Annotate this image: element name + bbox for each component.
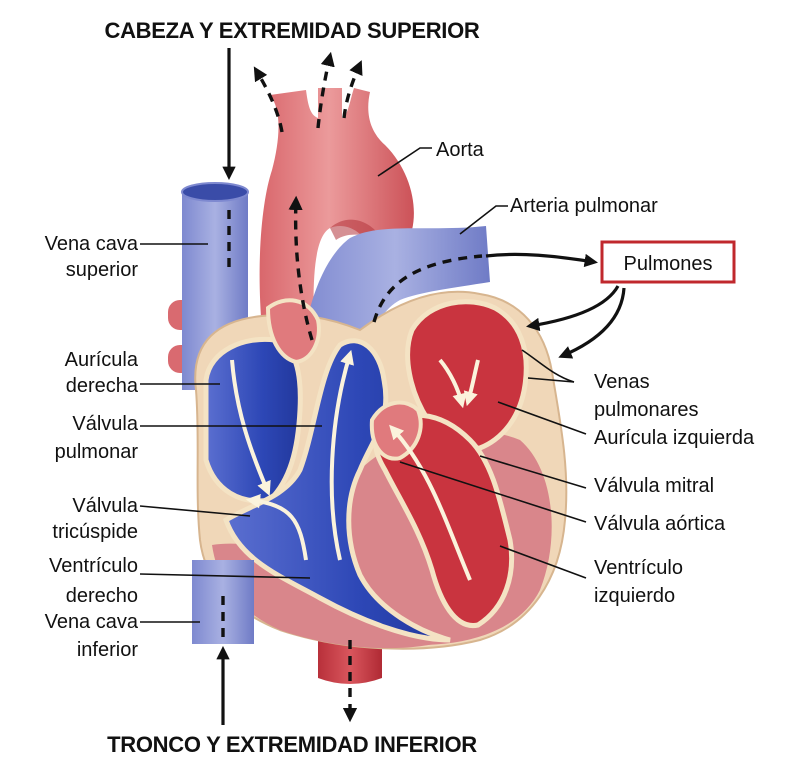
label-valvula-tricuspide-2: tricúspide — [52, 521, 138, 543]
label-vena-cava-superior-2: superior — [66, 259, 139, 281]
label-valvula-mitral: Válvula mitral — [594, 475, 714, 497]
header-top: CABEZA Y EXTREMIDAD SUPERIOR — [104, 18, 479, 43]
label-venas-pulmonares-2: pulmonares — [594, 399, 699, 421]
label-valvula-pulmonar-2: pulmonar — [55, 441, 139, 463]
label-auricula-derecha-2: derecha — [66, 375, 139, 397]
label-ventriculo-izquierdo-1: Ventrículo — [594, 557, 683, 579]
arrow-from-lungs-2 — [562, 288, 624, 356]
superior-vena-cava-opening — [182, 183, 248, 201]
label-valvula-pulmonar-1: Válvula — [72, 413, 138, 435]
label-auricula-izquierda: Aurícula izquierda — [594, 427, 755, 449]
label-auricula-derecha-1: Aurícula — [65, 349, 139, 371]
label-ventriculo-derecho-2: derecho — [66, 585, 138, 607]
label-ventriculo-derecho-1: Ventrículo — [49, 555, 138, 577]
header-bottom: TRONCO Y EXTREMIDAD INFERIOR — [107, 732, 477, 757]
label-ventriculo-izquierdo-2: izquierdo — [594, 585, 675, 607]
label-vena-cava-superior-1: Vena cava — [45, 233, 139, 255]
label-pulmones: Pulmones — [624, 253, 713, 275]
label-arteria-pulmonar: Arteria pulmonar — [510, 195, 658, 217]
label-aorta: Aorta — [436, 139, 485, 161]
label-vena-cava-inferior-1: Vena cava — [45, 611, 139, 633]
label-valvula-tricuspide-1: Válvula — [72, 495, 138, 517]
arrow-to-lungs — [486, 254, 594, 262]
label-vena-cava-inferior-2: inferior — [77, 639, 138, 661]
right-atrium — [206, 339, 300, 501]
label-valvula-aortica: Válvula aórtica — [594, 513, 726, 535]
label-venas-pulmonares-1: Venas — [594, 371, 650, 393]
arrow-from-lungs-1 — [530, 286, 618, 326]
